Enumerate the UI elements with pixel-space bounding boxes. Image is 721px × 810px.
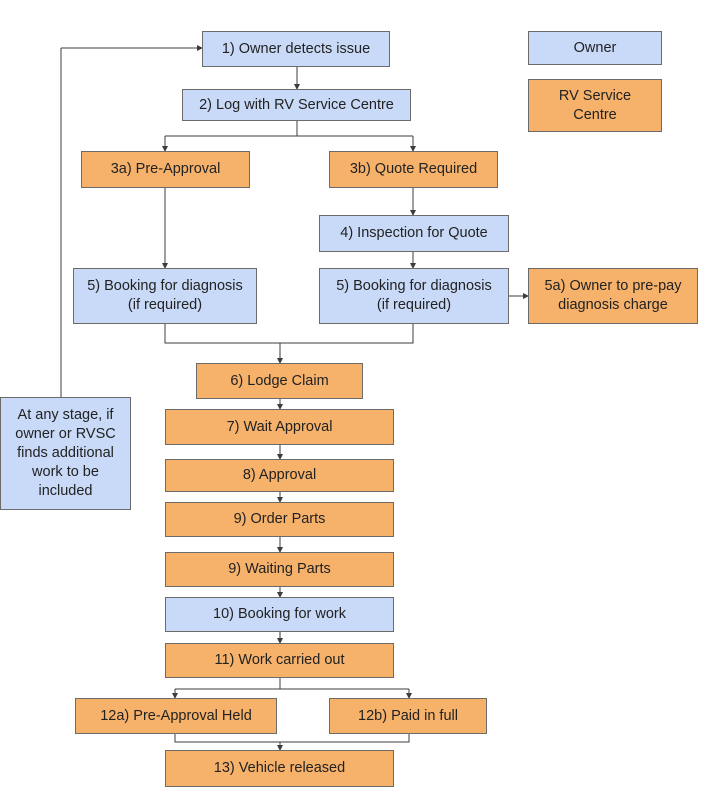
step-5-booking-for-diagnosis-left: 5) Booking for diagnosis (if required) xyxy=(73,268,257,324)
step-2-log-with-rvsc: 2) Log with RV Service Centre xyxy=(182,89,411,121)
step-11-label: 11) Work carried out xyxy=(214,652,345,669)
legend-owner: Owner xyxy=(528,31,662,65)
step-7-wait-approval: 7) Wait Approval xyxy=(165,409,394,445)
step-5-booking-for-diagnosis-right: 5) Booking for diagnosis (if required) xyxy=(319,268,509,324)
step-3b-quote-required: 3b) Quote Required xyxy=(329,151,498,188)
legend-owner-label: Owner xyxy=(573,39,617,56)
legend-rv-service-centre: RV Service Centre xyxy=(528,79,662,132)
merge-12-to-13 xyxy=(174,734,410,743)
step-13-vehicle-released: 13) Vehicle released xyxy=(165,750,394,787)
step-6-label: 6) Lodge Claim xyxy=(230,372,329,389)
step-7-label: 7) Wait Approval xyxy=(226,418,333,435)
legend-rvsc-label: RV Service Centre xyxy=(558,87,632,123)
step-4-inspection-for-quote: 4) Inspection for Quote xyxy=(319,215,509,252)
step-9-wait-label: 9) Waiting Parts xyxy=(228,561,331,578)
step-6-lodge-claim: 6) Lodge Claim xyxy=(196,363,363,399)
step-5a-label: 5a) Owner to pre-pay diagnosis charge xyxy=(544,278,682,313)
step-3a-pre-approval: 3a) Pre-Approval xyxy=(81,151,250,188)
step-5-right-label: 5) Booking for diagnosis (if required) xyxy=(336,278,492,313)
step-8-label: 8) Approval xyxy=(242,467,317,484)
note-label: At any stage, if owner or RVSC finds add… xyxy=(15,407,116,499)
step-5-left-label: 5) Booking for diagnosis (if required) xyxy=(87,278,243,313)
step-9-order-parts: 9) Order Parts xyxy=(165,502,394,537)
additional-work-note: At any stage, if owner or RVSC finds add… xyxy=(0,397,131,510)
split-2-to-3 xyxy=(165,121,413,137)
step-2-label: 2) Log with RV Service Centre xyxy=(199,96,394,113)
merge-5-to-6 xyxy=(164,324,414,344)
split-11-to-12 xyxy=(175,678,409,690)
step-12a-label: 12a) Pre-Approval Held xyxy=(100,707,252,724)
step-12b-label: 12b) Paid in full xyxy=(358,707,458,724)
step-10-booking-for-work: 10) Booking for work xyxy=(165,597,394,632)
step-11-work-carried-out: 11) Work carried out xyxy=(165,643,394,678)
step-4-label: 4) Inspection for Quote xyxy=(340,225,488,242)
step-12b-paid-in-full: 12b) Paid in full xyxy=(329,698,487,734)
step-3a-label: 3a) Pre-Approval xyxy=(110,161,221,178)
step-12a-pre-approval-held: 12a) Pre-Approval Held xyxy=(75,698,277,734)
step-5a-owner-pre-pay: 5a) Owner to pre-pay diagnosis charge xyxy=(528,268,698,324)
step-8-approval: 8) Approval xyxy=(165,459,394,492)
step-1-label: 1) Owner detects issue xyxy=(221,40,371,57)
step-1-owner-detects-issue: 1) Owner detects issue xyxy=(202,31,390,67)
step-13-label: 13) Vehicle released xyxy=(213,760,346,777)
step-3b-label: 3b) Quote Required xyxy=(349,161,478,178)
step-9-waiting-parts: 9) Waiting Parts xyxy=(165,552,394,587)
step-9-order-label: 9) Order Parts xyxy=(233,511,326,528)
step-10-label: 10) Booking for work xyxy=(213,606,346,623)
